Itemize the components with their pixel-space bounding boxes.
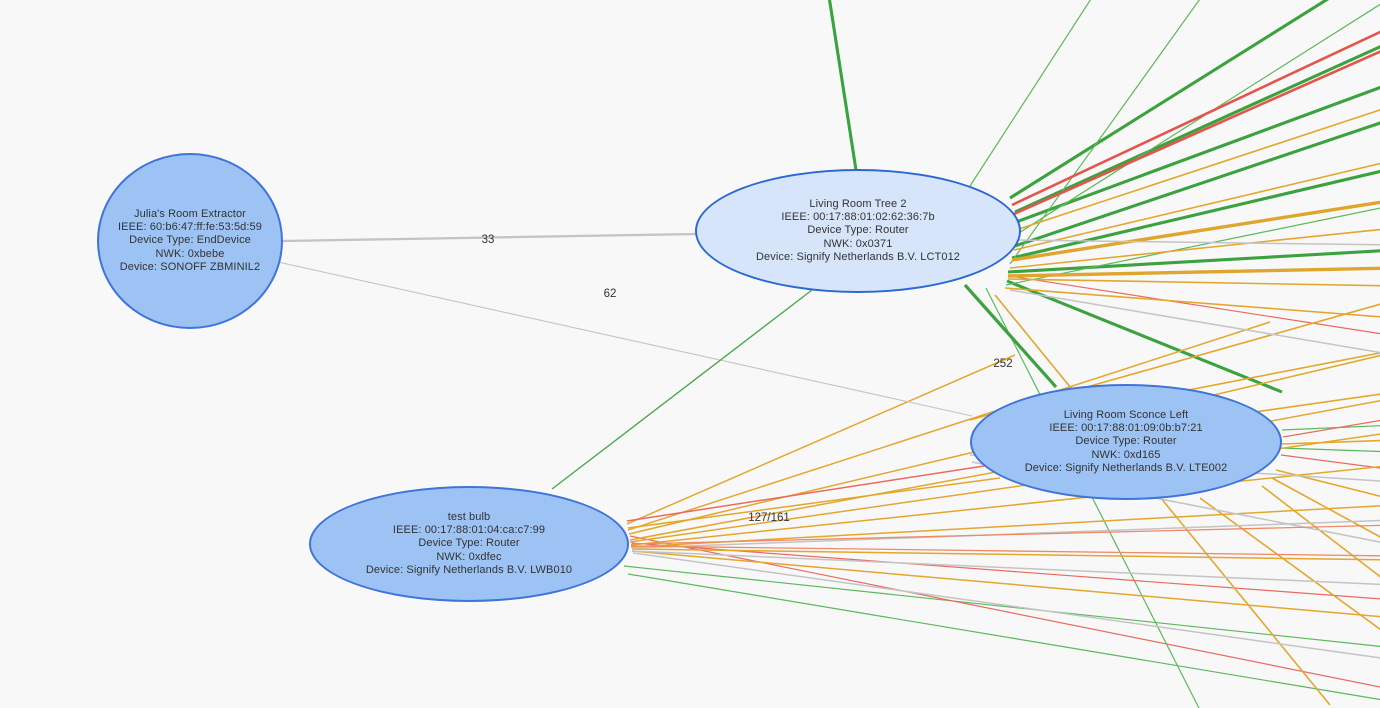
node-nwk: NWK: 0x0371 [823, 237, 893, 250]
edge-julias-to-sconce [277, 261, 973, 417]
node-device: Device: SONOFF ZBMINIL2 [119, 260, 261, 273]
node-title: Living Room Sconce Left [1063, 408, 1189, 421]
sconce-left-fan-in-red [630, 524, 1380, 557]
offscreen-edges-red [1011, 30, 1380, 216]
node-shape [695, 169, 1021, 293]
node-device-type: Device Type: Router [807, 224, 909, 237]
node-label: Julia's Room Extractor IEEE: 60:b6:47:ff… [118, 208, 262, 274]
node-device: Device: Signify Netherlands B.V. LCT012 [755, 250, 961, 263]
node-shape [309, 486, 629, 602]
node-ieee: IEEE: 00:17:88:01:04:ca:c7:99 [392, 524, 546, 537]
node-living-room-tree-2[interactable]: Living Room Tree 2 IEEE: 00:17:88:01:02:… [695, 169, 1021, 293]
offscreen-edges-green-thin [623, 0, 1380, 708]
edge-tree2-to-sconce [963, 283, 1058, 389]
node-julias-room-extractor[interactable]: Julia's Room Extractor IEEE: 60:b6:47:ff… [97, 153, 283, 329]
edge-julias-to-tree2 [282, 232, 698, 243]
node-device: Device: Signify Netherlands B.V. LTE002 [1024, 461, 1228, 474]
edge-label-127-161: 127/161 [748, 512, 790, 524]
node-nwk: NWK: 0xbebe [155, 247, 225, 260]
offscreen-edges-amber-fan-tree2 [1007, 200, 1380, 278]
node-living-room-sconce-left[interactable]: Living Room Sconce Left IEEE: 00:17:88:0… [970, 384, 1282, 500]
node-label: test bulb IEEE: 00:17:88:01:04:ca:c7:99 … [366, 511, 572, 577]
node-title: test bulb [447, 510, 491, 523]
offscreen-edges-green-thick [827, 0, 1380, 394]
node-device-type: Device Type: Router [1075, 435, 1177, 448]
node-device-type: Device Type: Router [418, 537, 520, 550]
node-label: Living Room Sconce Left IEEE: 00:17:88:0… [1025, 409, 1228, 475]
node-test-bulb[interactable]: test bulb IEEE: 00:17:88:01:04:ca:c7:99 … [309, 486, 629, 602]
node-nwk: NWK: 0xd165 [1091, 448, 1161, 461]
edge-label-252: 252 [993, 358, 1013, 370]
edge-label-62: 62 [603, 288, 617, 300]
edge-testbulb-to-tree2 [551, 289, 813, 490]
node-ieee: IEEE: 00:17:88:01:02:62:36:7b [781, 211, 935, 224]
node-ieee: IEEE: 60:b6:47:ff:fe:53:5d:59 [118, 221, 262, 234]
node-label: Living Room Tree 2 IEEE: 00:17:88:01:02:… [756, 198, 960, 264]
node-title: Julia's Room Extractor [134, 207, 246, 220]
node-ieee: IEEE: 00:17:88:01:09:0b:b7:21 [1049, 422, 1203, 435]
node-device-type: Device Type: EndDevice [129, 234, 251, 247]
edge-testbulb-to-sconce [626, 461, 1011, 529]
edge-label-33: 33 [481, 234, 495, 246]
node-device: Device: Signify Netherlands B.V. LWB010 [365, 563, 573, 576]
node-shape [970, 384, 1282, 500]
node-shape [97, 153, 283, 329]
node-nwk: NWK: 0xdfec [436, 550, 502, 563]
node-title: Living Room Tree 2 [809, 197, 907, 210]
